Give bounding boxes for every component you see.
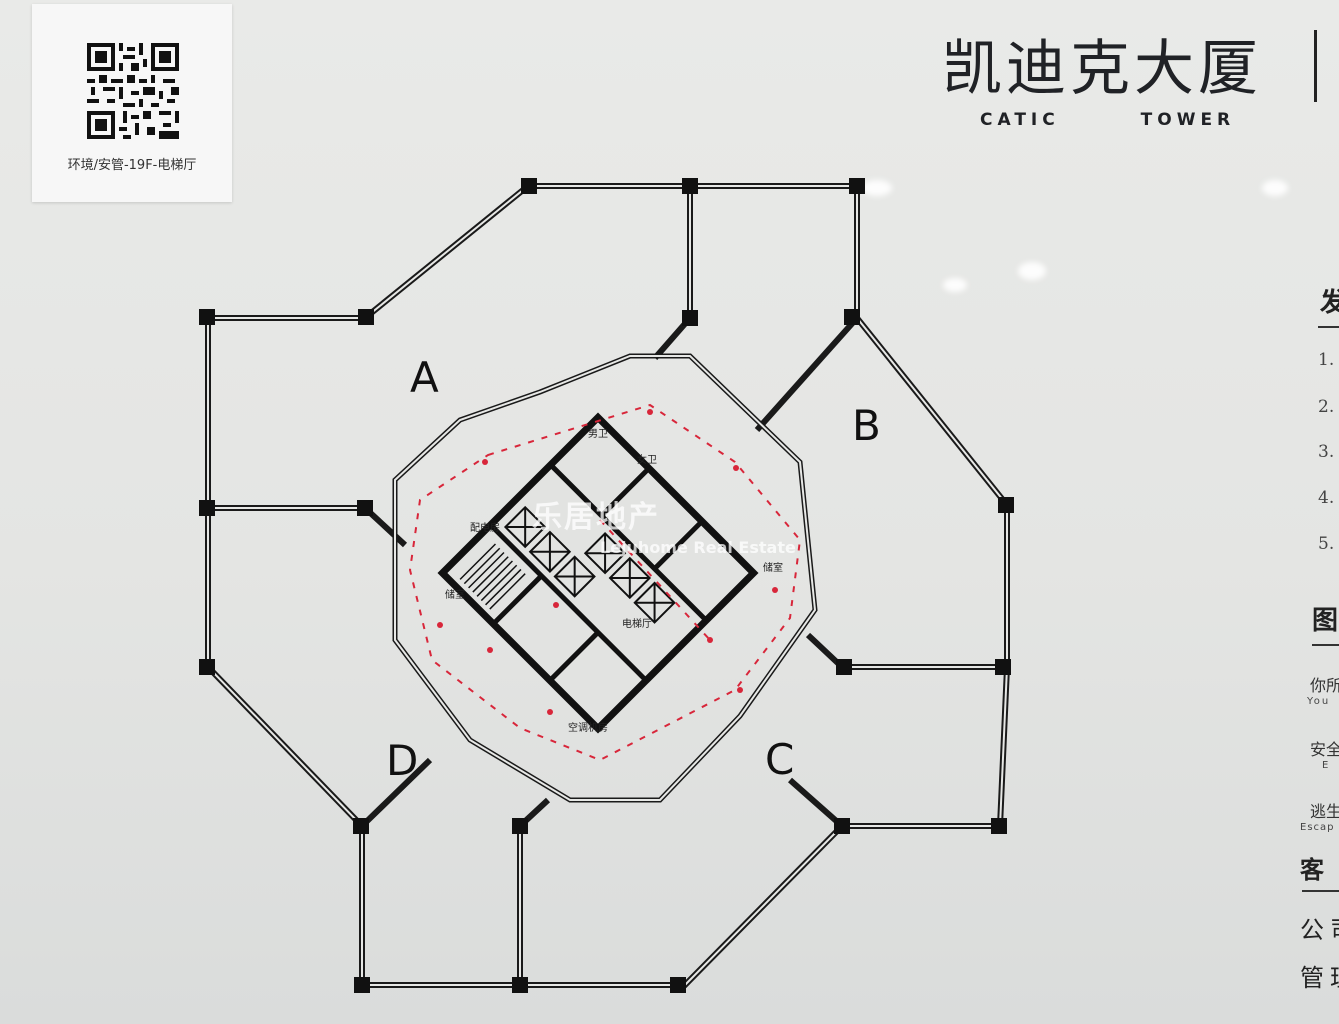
zone-label-c: C <box>765 735 794 784</box>
list-item-number: 1. <box>1318 350 1335 370</box>
watermark-cn: 乐居地产 <box>532 500 660 535</box>
qr-code-card: 环境/安管-19F-电梯厅 <box>32 4 232 202</box>
legend-label: 安全 <box>1310 740 1339 759</box>
side-info-panel: 发 1. 2. 3. 4. 5. 图 你所 You 安全 E 逃生 Escap … <box>1298 270 1339 1024</box>
legend-label: 逃生 <box>1310 802 1339 821</box>
building-brand: 凯迪克大厦 CATIC TOWER <box>942 34 1262 130</box>
zone-label-b: B <box>852 401 881 450</box>
section-heading-1: 发 <box>1320 288 1339 318</box>
divider <box>1312 644 1339 646</box>
columns <box>199 178 1014 993</box>
zone-label-a: A <box>410 353 439 402</box>
core <box>437 412 759 734</box>
glare-spot <box>943 278 967 292</box>
section-heading-3: 客 <box>1300 856 1330 884</box>
divider <box>1302 890 1339 892</box>
list-item-number: 3. <box>1318 442 1335 462</box>
building-name-en-2: TOWER <box>1140 110 1236 130</box>
room-ac: 空调机房 <box>568 721 608 734</box>
room-womens-restroom: 女卫 <box>637 453 657 466</box>
contact-line: 公司 <box>1300 916 1339 944</box>
glare-spot <box>1018 262 1046 280</box>
room-storage-right: 储室 <box>763 561 783 574</box>
list-item-number: 5. <box>1318 534 1335 554</box>
zone-label-d: D <box>386 736 418 785</box>
list-item-number: 2. <box>1318 397 1335 417</box>
building-name-en-1: CATIC <box>980 110 1060 130</box>
divider <box>1318 326 1339 328</box>
qr-code-icon[interactable] <box>87 42 179 140</box>
building-name-en: CATIC TOWER <box>980 110 1235 130</box>
brand-divider <box>1314 30 1317 102</box>
legend-label: 你所 <box>1310 676 1339 695</box>
legend-label-en: E <box>1322 760 1331 771</box>
section-heading-2: 图 <box>1312 606 1339 636</box>
room-power: 配电房 <box>470 521 500 534</box>
qr-caption: 环境/安管-19F-电梯厅 <box>67 158 197 173</box>
room-mens-restroom: 男卫 <box>588 428 608 440</box>
room-storage-left: 储室 <box>445 588 465 601</box>
building-name-cn: 凯迪克大厦 <box>942 34 1262 104</box>
room-elevator-hall: 电梯厅 <box>622 617 652 630</box>
contact-line: 管理 <box>1300 964 1339 992</box>
escape-route <box>408 403 802 762</box>
list-item-number: 4. <box>1318 488 1335 508</box>
watermark-en: Lejuhome Real Estate <box>600 538 796 557</box>
glare-spot <box>862 180 892 196</box>
legend-label-en: Escap <box>1300 822 1335 833</box>
legend-label-en: You <box>1307 696 1331 707</box>
glare-spot <box>1262 180 1288 196</box>
